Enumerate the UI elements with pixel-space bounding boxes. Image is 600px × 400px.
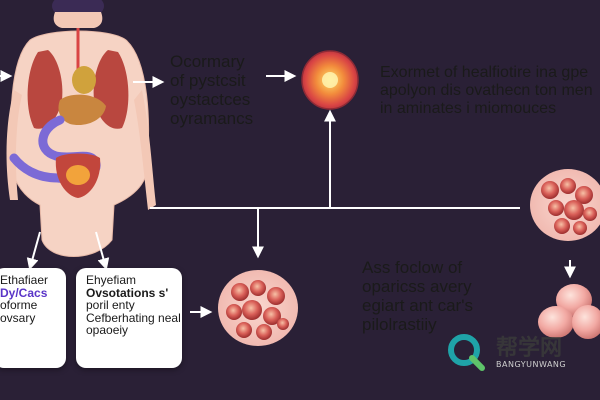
center-left-line-1: Ocormary [170,52,245,71]
right-mid-line-4: pilolrastiiy [362,315,437,335]
mid-card-line-5: opaoeiy [86,323,129,338]
left-card-line-3: oforme [0,298,38,313]
heart-shape [72,66,96,94]
oocyte-illustration [301,50,359,110]
watermark-en-text: BANGYUNWANG [496,360,567,369]
center-left-line-2: of pystcsit [170,71,246,91]
arrow-to-left-card [26,231,41,271]
cell-cluster-mid [218,270,298,346]
neck-shape [53,12,103,28]
right-mid-text: Ass foclow of oparicss avery egiart ant … [362,258,473,334]
arrow-to-mid-card [95,231,110,271]
mid-info-card: Ehyefiam Ovsotations s' poril enty Cefbe… [76,268,182,368]
watermark-cn-text: 帮学网 [496,336,563,361]
center-left-line-4: oyramancs [170,109,254,129]
right-mid-line-3: egiart ant car's [362,296,473,316]
right-arm [134,90,156,210]
mid-card-line-4: Cefberhating neal [86,310,181,325]
left-card-line-1: Ethafiaer [0,273,49,287]
right-mid-line-2: oparicss avery [362,277,472,297]
right-top-text: Exormet of healfiotire ina gpe apolyon d… [380,64,593,118]
torso-shape [10,30,149,257]
right-top-line-3: in aminates i miomouces [380,99,557,117]
uterus-center [66,165,90,185]
mid-card-line-1: Ehyefiam [86,273,137,287]
watermark-logo-icon [448,334,485,371]
right-top-line-2: apolyon dis ovathecn ton men [380,81,593,99]
stomach-shape [58,94,106,126]
watermark: 帮学网 BANGYUNWANG [446,330,596,376]
left-info-card: Ethafiaer Dy/Cacs oforme ovsary [0,268,66,368]
left-card-line-4: ovsary [0,310,36,325]
mid-card-line-3: poril enty [86,298,135,313]
cell-cluster-right [530,169,600,241]
left-card-line-2: Dy/Cacs [0,285,48,300]
left-lung [27,50,63,129]
left-arm [6,90,23,200]
human-torso-illustration [6,0,156,257]
right-top-line-1: Exormet of healfiotire ina gpe [380,64,589,81]
mid-card-line-2: Ovsotations s' [86,285,169,300]
center-left-line-3: oystactces [170,90,251,110]
center-left-text: Ocormary of pystcsit oystactces oyramanc… [170,52,253,128]
flow-arrows [0,70,576,318]
right-mid-line-1: Ass foclow of [362,258,463,277]
tissue-blobs [538,284,600,339]
